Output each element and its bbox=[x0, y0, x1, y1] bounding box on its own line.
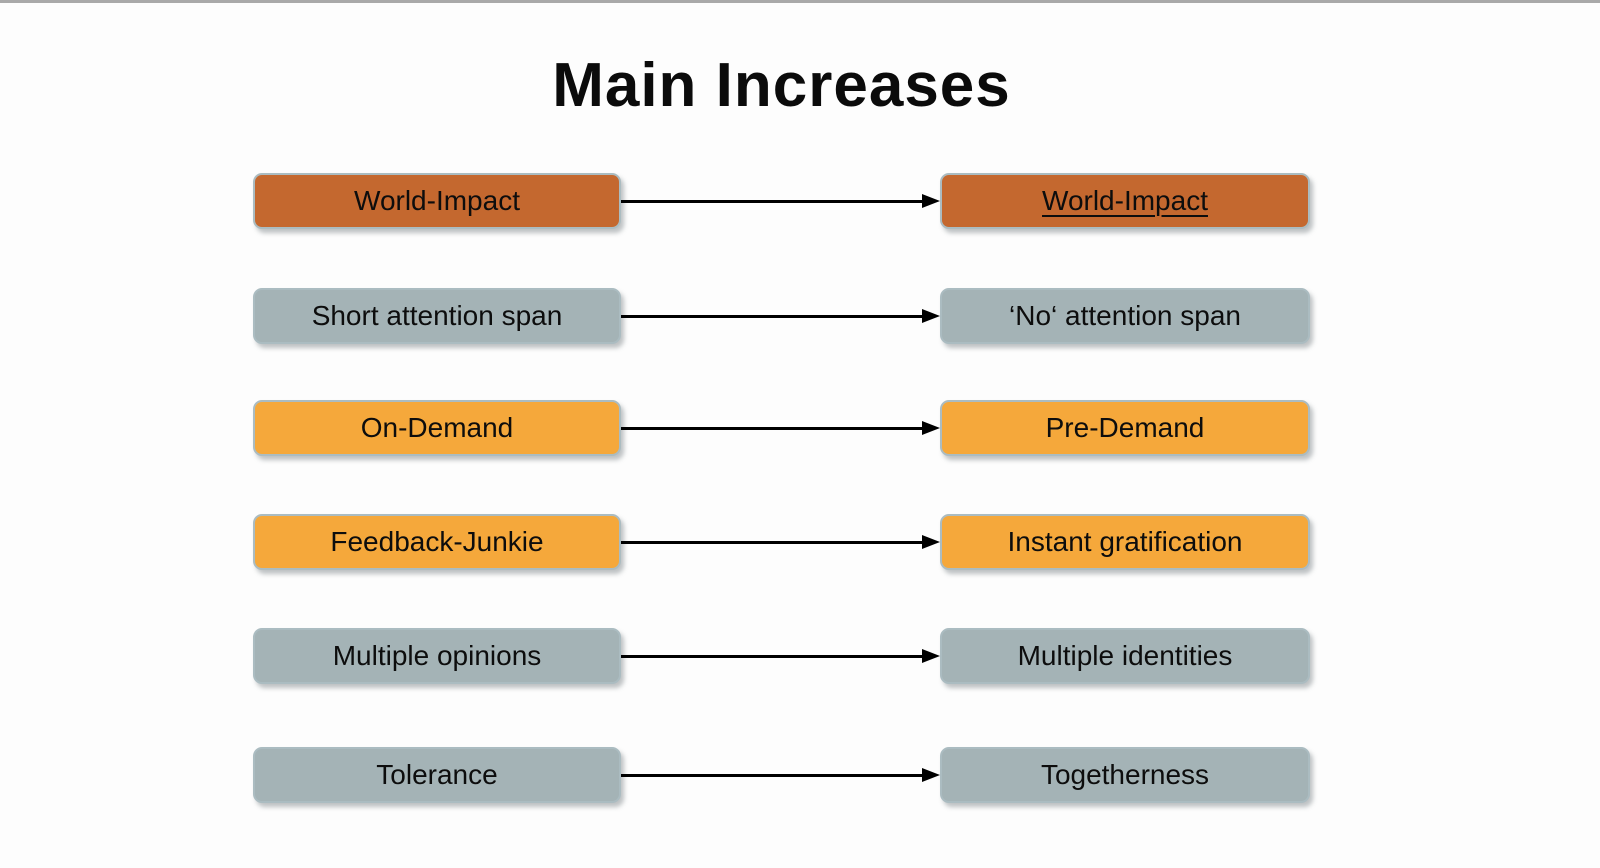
flow-node-label: Pre-Demand bbox=[1045, 412, 1205, 443]
flow-node-label: World-Impact bbox=[354, 185, 520, 216]
flow-node-label: World-Impact bbox=[1042, 185, 1208, 216]
flow-node-left: World-Impact bbox=[253, 173, 621, 229]
flow-node-right: World-Impact bbox=[940, 173, 1310, 229]
flow-node-label: Feedback-Junkie bbox=[330, 526, 544, 557]
flow-node-right: Togetherness bbox=[940, 747, 1310, 803]
flow-node-label: Multiple opinions bbox=[332, 640, 542, 671]
flow-node-label: Instant gratification bbox=[1007, 526, 1243, 557]
flow-row: World-Impact World-Impact bbox=[253, 173, 1310, 229]
arrow-head-icon bbox=[922, 309, 940, 323]
arrow-connector bbox=[621, 400, 940, 456]
arrow-connector bbox=[621, 514, 940, 570]
flow-node-left: Multiple opinions bbox=[253, 628, 621, 684]
flow-row: Multiple opinions Multiple identities bbox=[253, 628, 1310, 684]
flow-node-left: Feedback-Junkie bbox=[253, 514, 621, 570]
flow-node-label: Tolerance bbox=[376, 759, 498, 790]
slide-top-border bbox=[0, 0, 1600, 3]
arrow-line bbox=[621, 426, 922, 430]
arrow-head-icon bbox=[922, 421, 940, 435]
arrow-connector bbox=[621, 288, 940, 344]
flow-node-left: Tolerance bbox=[253, 747, 621, 803]
arrow-line bbox=[621, 654, 922, 658]
arrow-line bbox=[621, 540, 922, 544]
flow-node-right: ‘No‘ attention span bbox=[940, 288, 1310, 344]
flow-row: Feedback-Junkie Instant gratification bbox=[253, 514, 1310, 570]
flow-row: Short attention span ‘No‘ attention span bbox=[253, 288, 1310, 344]
flow-node-right: Instant gratification bbox=[940, 514, 1310, 570]
flow-node-label: On-Demand bbox=[360, 412, 514, 443]
flow-node-label: ‘No‘ attention span bbox=[1009, 300, 1241, 331]
arrow-head-icon bbox=[922, 768, 940, 782]
flow-node-left: On-Demand bbox=[253, 400, 621, 456]
flow-node-left: Short attention span bbox=[253, 288, 621, 344]
arrow-line bbox=[621, 314, 922, 318]
arrow-connector bbox=[621, 747, 940, 803]
flow-node-label: Multiple identities bbox=[1017, 640, 1233, 671]
arrow-connector bbox=[621, 173, 940, 229]
flow-node-label: Togetherness bbox=[1040, 759, 1210, 790]
flow-node-right: Pre-Demand bbox=[940, 400, 1310, 456]
diagram-content: Main Increases World-Impact World-Impact… bbox=[253, 0, 1310, 868]
flow-node-label: Short attention span bbox=[311, 300, 563, 331]
flow-row: On-Demand Pre-Demand bbox=[253, 400, 1310, 456]
arrow-head-icon bbox=[922, 535, 940, 549]
arrow-head-icon bbox=[922, 649, 940, 663]
arrow-line bbox=[621, 773, 922, 777]
page-title: Main Increases bbox=[552, 51, 1011, 120]
arrow-connector bbox=[621, 628, 940, 684]
arrow-line bbox=[621, 199, 922, 203]
arrow-head-icon bbox=[922, 194, 940, 208]
flow-row: Tolerance Togetherness bbox=[253, 747, 1310, 803]
flow-node-right: Multiple identities bbox=[940, 628, 1310, 684]
